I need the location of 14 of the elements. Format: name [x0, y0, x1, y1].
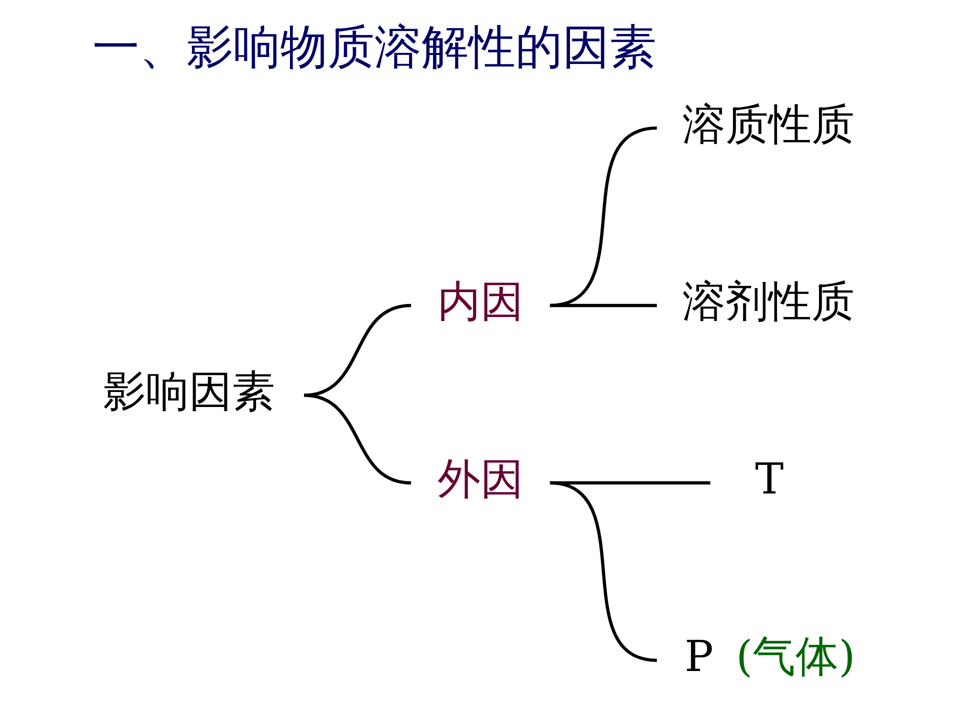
node-text: 影响因素 [102, 366, 275, 417]
connector [303, 394, 411, 484]
connector [549, 126, 657, 308]
connector [303, 304, 411, 397]
diagram-title: 一、影响物质溶解性的因素 [92, 20, 656, 76]
node-text: P [684, 632, 713, 682]
node-text: 内因 [437, 277, 524, 328]
node-text: T [754, 454, 784, 505]
node-label: (气体) [735, 632, 855, 682]
connector [549, 304, 656, 308]
node-text: 溶剂性质 [682, 277, 854, 328]
node-text: 外因 [437, 454, 524, 505]
connector [549, 481, 657, 662]
node-text: 溶质性质 [682, 100, 854, 150]
